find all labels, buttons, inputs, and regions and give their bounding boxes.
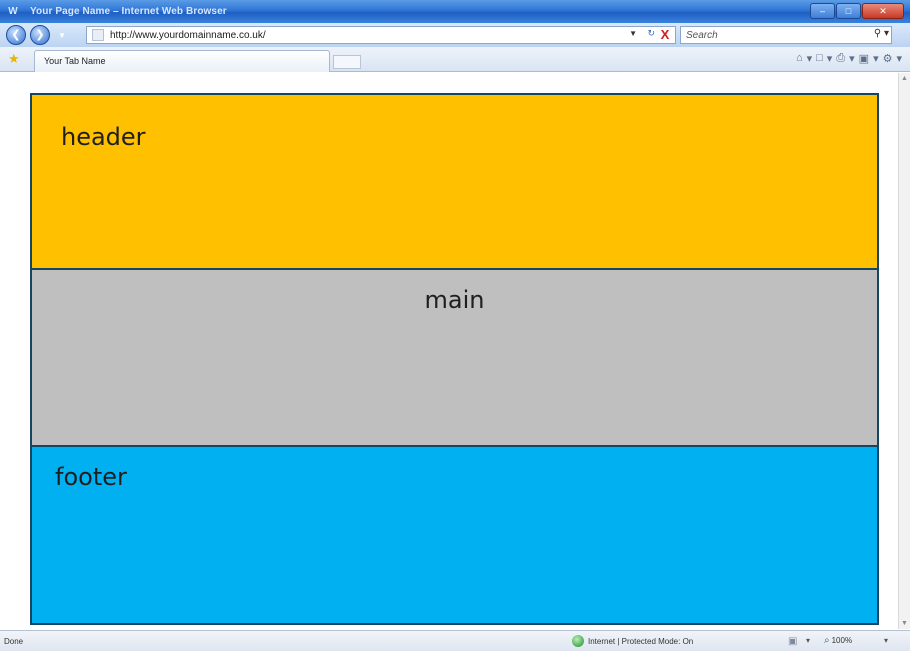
stop-icon[interactable]: X: [660, 27, 670, 42]
new-tab-button[interactable]: [333, 55, 361, 69]
browser-app-icon: W: [8, 5, 18, 17]
lock-icon[interactable]: ▣: [788, 636, 798, 647]
status-bar: Done Internet | Protected Mode: On ▣ ▾ ⌕…: [0, 630, 910, 651]
tools-icon[interactable]: ⚙: [882, 53, 893, 65]
address-toolbar: ❮ ❯ ▼ http://www.yourdomainname.co.uk/ ▼…: [0, 23, 910, 47]
window-title-bar: W Your Page Name – Internet Web Browser …: [0, 0, 910, 23]
home-dropdown-icon[interactable]: ▾: [806, 53, 813, 65]
feeds-icon[interactable]: □: [816, 52, 823, 64]
search-placeholder: Search: [686, 29, 718, 41]
page-footer-region: footer: [30, 445, 879, 625]
tab-bar: ★ Your Tab Name ⌂ ▾ □ ▾ ⎙ ▾ ▣ ▾ ⚙ ▾: [0, 47, 910, 72]
command-bar: ⌂ ▾ □ ▾ ⎙ ▾ ▣ ▾ ⚙ ▾: [792, 52, 902, 65]
url-dropdown-icon[interactable]: ▼: [629, 29, 637, 38]
footer-label: footer: [55, 463, 127, 491]
header-label: header: [61, 123, 146, 151]
page-icon[interactable]: ▣: [858, 53, 870, 65]
close-button[interactable]: ✕: [862, 3, 904, 19]
favorites-star-icon[interactable]: ★: [8, 51, 20, 66]
address-input[interactable]: http://www.yourdomainname.co.uk/ ▼ ↻ X: [86, 26, 676, 44]
zoom-dropdown-icon[interactable]: ▾: [884, 636, 889, 645]
status-text: Done: [4, 637, 24, 646]
lock-dropdown-icon[interactable]: ▾: [806, 636, 811, 645]
page-header-region: header: [30, 93, 879, 270]
forward-button[interactable]: ❯: [30, 25, 50, 45]
maximize-button[interactable]: □: [836, 3, 861, 19]
page-main-region: main: [30, 268, 879, 447]
security-zone[interactable]: Internet | Protected Mode: On: [572, 635, 693, 647]
print-dropdown-icon[interactable]: ▾: [849, 53, 855, 65]
home-icon[interactable]: ⌂: [795, 52, 803, 64]
back-button[interactable]: ❮: [6, 25, 26, 45]
scroll-up-icon[interactable]: ▲: [901, 75, 908, 82]
tab-label: Your Tab Name: [44, 56, 106, 66]
minimize-button[interactable]: –: [810, 3, 835, 19]
refresh-icon[interactable]: ↻: [647, 28, 655, 38]
address-url[interactable]: http://www.yourdomainname.co.uk/: [110, 29, 266, 41]
page-favicon-icon: [92, 29, 104, 41]
vertical-scrollbar[interactable]: ▲ ▼: [898, 73, 910, 629]
window-title: Your Page Name – Internet Web Browser: [30, 6, 227, 17]
main-label: main: [424, 286, 485, 314]
tools-dropdown-icon[interactable]: ▾: [896, 53, 902, 65]
zone-text: Internet | Protected Mode: On: [588, 636, 694, 646]
page-dropdown-icon[interactable]: ▾: [873, 53, 879, 65]
print-icon[interactable]: ⎙: [836, 52, 846, 64]
search-icon[interactable]: ⚲ ▾: [873, 28, 889, 39]
search-input[interactable]: Search ⚲ ▾: [680, 26, 892, 44]
zoom-level: 100%: [831, 636, 853, 645]
zoom-icon: ⌕: [824, 635, 830, 646]
tab-active[interactable]: Your Tab Name: [34, 50, 361, 72]
window-controls: – □ ✕: [809, 3, 904, 19]
internet-globe-icon: [572, 635, 584, 647]
history-dropdown-icon[interactable]: ▼: [58, 30, 66, 40]
scroll-down-icon[interactable]: ▼: [901, 620, 908, 627]
feeds-dropdown-icon[interactable]: ▾: [826, 53, 833, 65]
zoom-control[interactable]: ⌕ 100%: [824, 635, 852, 646]
